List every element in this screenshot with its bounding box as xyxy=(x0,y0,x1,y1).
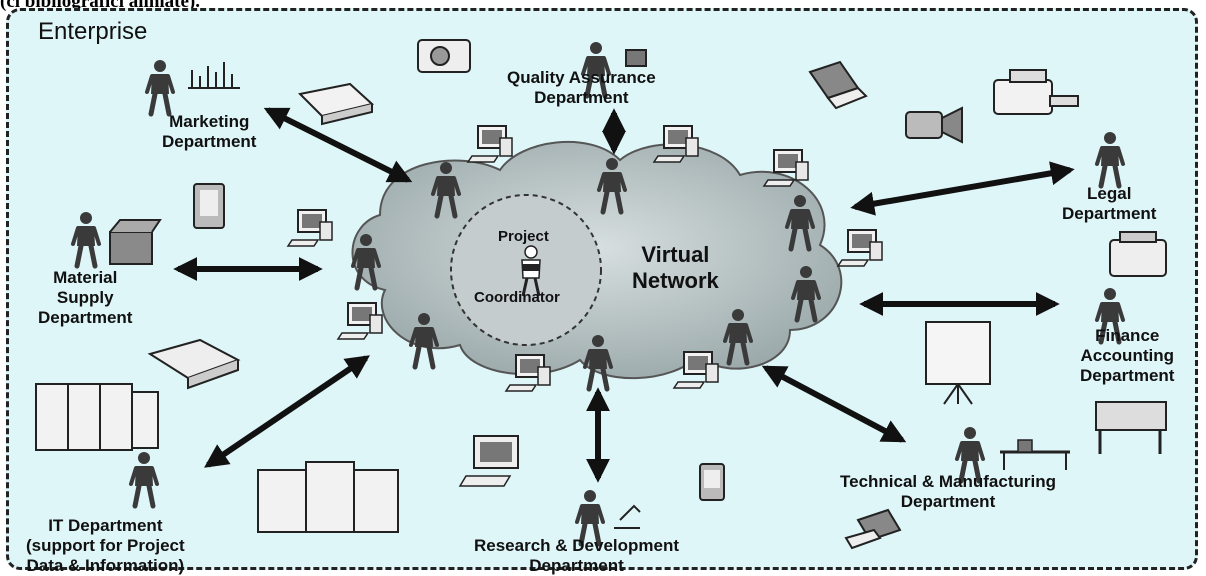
person-icon xyxy=(1097,132,1123,186)
dept-line: Finance xyxy=(1095,326,1160,345)
arrow-legal xyxy=(850,161,1075,216)
computer-icon xyxy=(467,125,513,163)
research-development-department-label: Research & Development Department xyxy=(474,536,679,576)
material-supply-department-label: Material Supply Department xyxy=(38,268,132,328)
dept-line: Department xyxy=(900,492,996,511)
person-icon xyxy=(131,452,157,506)
project-coordinator-bottom-label: Coordinator xyxy=(474,289,560,306)
dept-line: Department xyxy=(1080,366,1175,385)
camera-icon xyxy=(417,39,471,73)
computer-icon xyxy=(763,149,809,187)
plotter-icon xyxy=(1095,401,1167,454)
pda-icon xyxy=(699,463,725,501)
monitor-icon xyxy=(458,435,519,487)
scanner-icon xyxy=(297,82,375,126)
marketing-department-label: Marketing Department xyxy=(162,112,256,152)
dept-line: Technical & Manufacturing xyxy=(840,472,1056,491)
dept-line: Research & Development xyxy=(474,536,680,555)
dept-line: Marketing xyxy=(169,112,250,131)
virtual-network-line: Virtual xyxy=(641,242,710,267)
pda-icon xyxy=(193,183,225,229)
dept-line: Department xyxy=(1062,204,1157,223)
dept-line: Accounting xyxy=(1080,346,1174,365)
printer-icon xyxy=(993,69,1079,115)
quality-assurance-department-label: Quality Assurance Department xyxy=(507,68,656,108)
computer-icon xyxy=(837,229,883,267)
dept-line: Department xyxy=(38,308,133,327)
dept-line: Department xyxy=(162,132,257,151)
box-icon xyxy=(109,219,162,265)
enterprise-label: Enterprise xyxy=(38,18,148,45)
dept-line: Department xyxy=(534,88,629,107)
legal-department-label: Legal Department xyxy=(1062,184,1156,224)
it-department-label: IT Department (support for Project Data … xyxy=(26,516,185,576)
person-icon xyxy=(73,212,99,266)
laptop-icon xyxy=(808,60,868,110)
dept-line: IT Department xyxy=(48,516,163,535)
microscope-icon xyxy=(614,504,641,529)
dept-line: Legal xyxy=(1087,184,1132,203)
arrow-it xyxy=(204,355,370,468)
dept-line: Data & Information) xyxy=(26,556,185,575)
finance-accounting-department-label: Finance Accounting Department xyxy=(1080,326,1174,386)
project-coordinator-figure xyxy=(521,245,541,297)
server-icon xyxy=(257,461,399,533)
projector-screen-icon xyxy=(925,321,991,405)
dept-line: Supply xyxy=(56,288,114,307)
dept-line: Material xyxy=(53,268,118,287)
laptop-icon xyxy=(844,508,902,550)
person-icon xyxy=(147,60,173,114)
dept-line: Quality Assurance xyxy=(507,68,656,87)
computer-icon xyxy=(337,302,383,340)
bar-chart-icon xyxy=(188,62,240,89)
dept-line: Department xyxy=(529,556,624,575)
package-icon xyxy=(625,49,647,67)
project-coordinator-top-label: Project xyxy=(498,228,549,245)
dept-line: (support for Project xyxy=(26,536,185,555)
fax-icon xyxy=(147,338,241,390)
fax-icon xyxy=(1109,231,1167,277)
arrow-technical xyxy=(761,365,907,443)
arrows xyxy=(173,107,1075,483)
technical-manufacturing-department-label: Technical & Manufacturing Department xyxy=(840,472,1056,512)
virtual-network-label: Virtual Network xyxy=(632,242,719,294)
workbench-icon xyxy=(1000,439,1070,470)
server-icon xyxy=(35,383,159,451)
arrow-marketing xyxy=(263,107,413,183)
virtual-network-line: Network xyxy=(632,268,719,293)
computer-icon xyxy=(287,209,333,247)
camcorder-icon xyxy=(905,106,963,144)
